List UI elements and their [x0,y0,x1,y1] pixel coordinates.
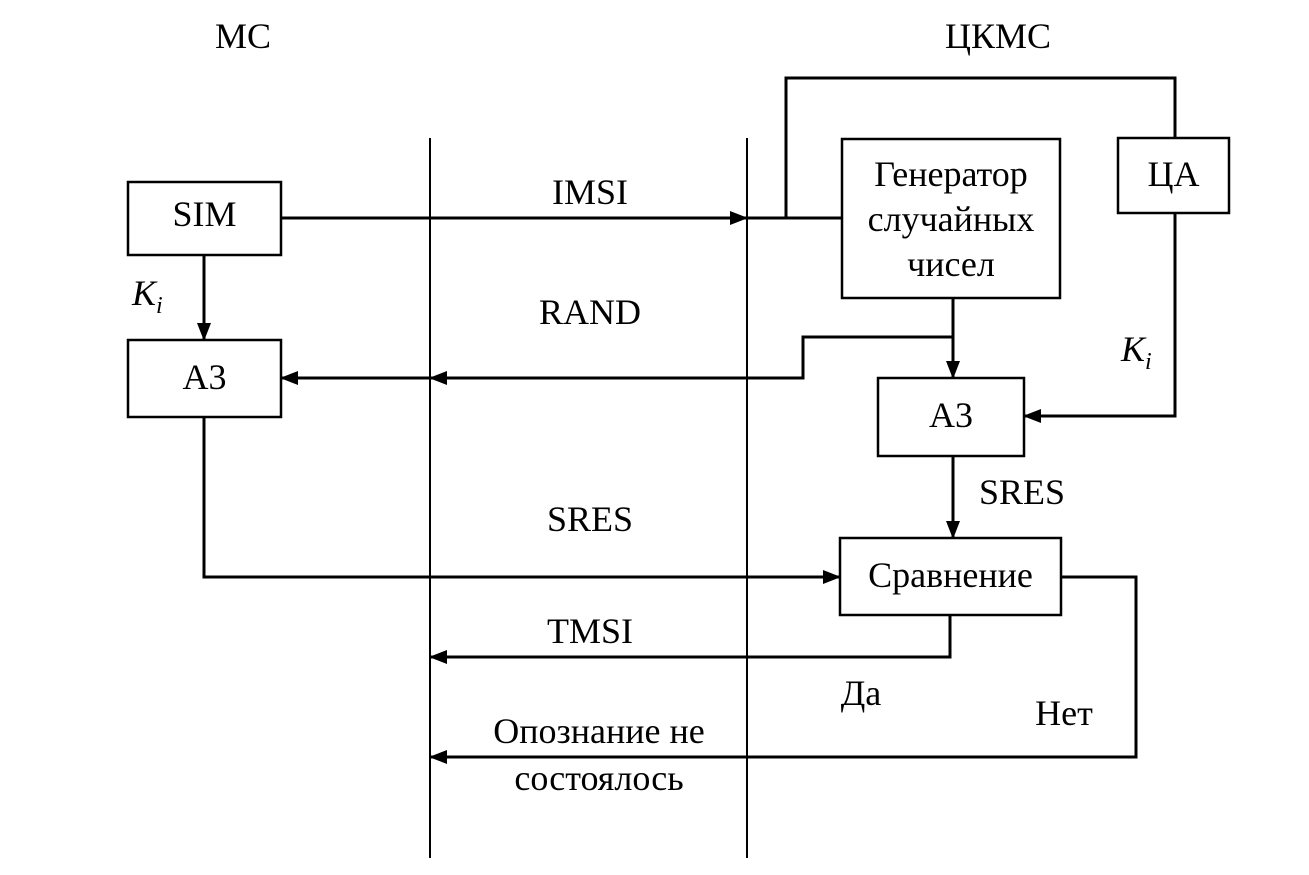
header-ms: МС [215,16,271,56]
auc-label: ЦА [1148,154,1200,194]
sres-msc-label: SRES [979,472,1065,512]
fail-label-line-2: состоялось [514,758,683,798]
auc-block: ЦА [1116,136,1231,215]
a3-block-ms: A3 [126,338,283,419]
a3-msc-label: A3 [929,395,973,435]
sim-label: SIM [172,194,236,234]
random-number-generator-block: Генератор случайных чисел [840,137,1062,300]
a3-block-msc: A3 [876,376,1026,458]
sres-ms-label: SRES [547,499,633,539]
rng-label-line-1: Генератор [874,154,1028,194]
fail-label-line-1: Опознание не [493,711,704,751]
tmsi-arrow [429,615,952,664]
rand-label: RAND [539,292,641,332]
imsi-label: IMSI [552,172,628,212]
no-label: Нет [1035,693,1093,733]
rng-label-line-2: случайных [868,199,1035,239]
header-msc: ЦКМС [945,16,1051,56]
compare-label: Сравнение [868,555,1033,595]
a3-ms-label: A3 [183,357,227,397]
tmsi-label: TMSI [547,611,633,651]
compare-block: Сравнение [838,536,1063,617]
sres-ms-arrow [202,417,841,584]
yes-label: Да [841,673,882,713]
imsi-to-auc-line [784,76,1177,218]
sim-block: SIM [126,180,283,257]
ki-msc-label: Ki [1120,329,1152,375]
fail-arrow [429,575,1138,764]
rng-label-line-3: чисел [907,244,995,284]
rand-line [430,335,953,380]
ki-ms-label: Ki [131,273,163,319]
ki-msc-arrow [1023,213,1177,423]
